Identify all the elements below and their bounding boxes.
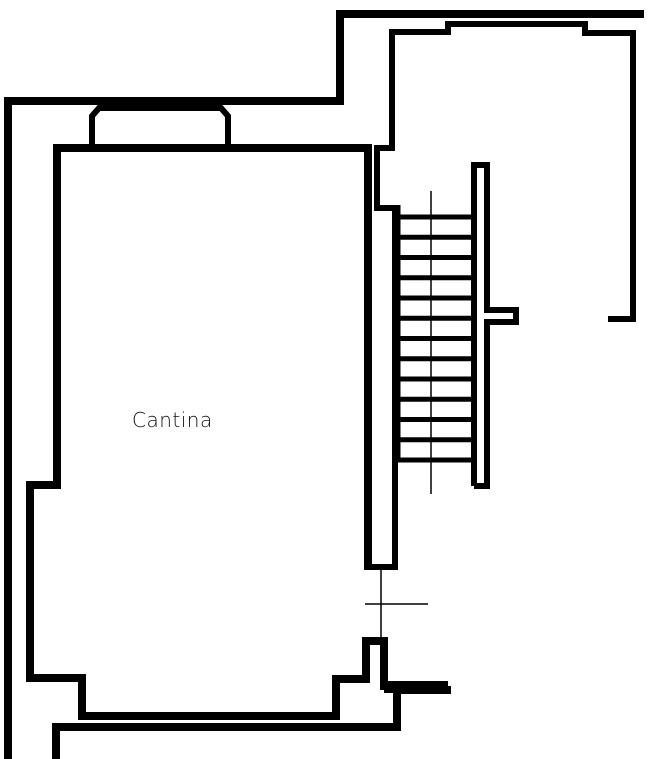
outer-wall xyxy=(4,10,644,759)
room-label-cantina: Cantina xyxy=(132,408,213,432)
cantina-wall xyxy=(26,144,388,720)
pier-wall xyxy=(368,21,636,570)
stair-treads xyxy=(398,214,474,463)
lower-outer-wall xyxy=(52,686,451,759)
stair-rail xyxy=(471,162,519,489)
wall-stub xyxy=(384,681,448,693)
window-niche xyxy=(89,105,231,148)
